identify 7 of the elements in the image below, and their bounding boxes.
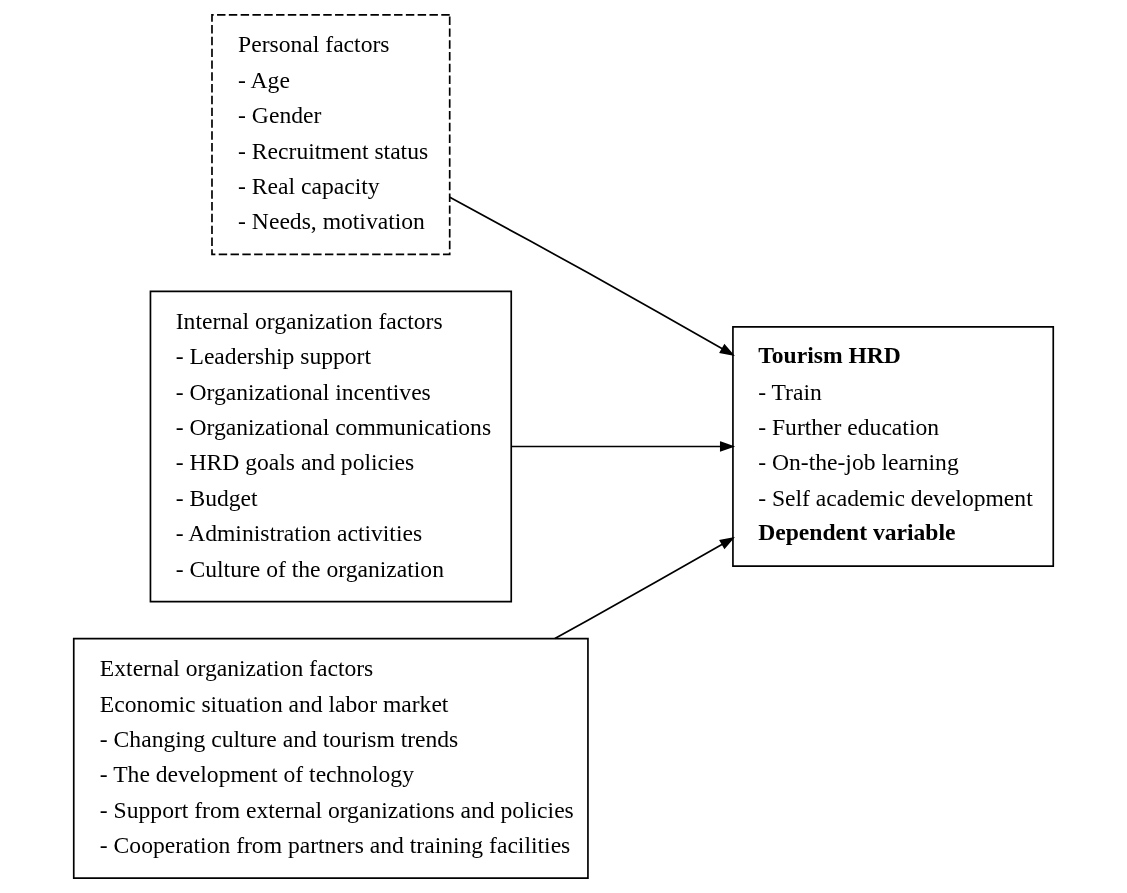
node-box: Internal organization factors - Leadership support - Organizational incentives - Organizational communications - HRD goals and policies - Budget - Administration activities - Culture of the organization bbox=[149, 290, 513, 603]
arrow bbox=[510, 441, 736, 452]
node-box: Personal factors - Age - Gender - Recruitment status - Real capacity - Needs, motivation bbox=[211, 14, 451, 256]
arrow bbox=[449, 196, 735, 357]
node-box: Tourism HRD - Train - Further education - On-the-job learning - Self academic development Dependent variable bbox=[732, 325, 1055, 568]
arrow bbox=[554, 536, 735, 640]
node-box: External organization factors Economic situation and labor market - Changing culture and tourism trends - The development of technology - Support from external organizations and policies - Cooperation from partners and training facilities bbox=[72, 637, 589, 879]
